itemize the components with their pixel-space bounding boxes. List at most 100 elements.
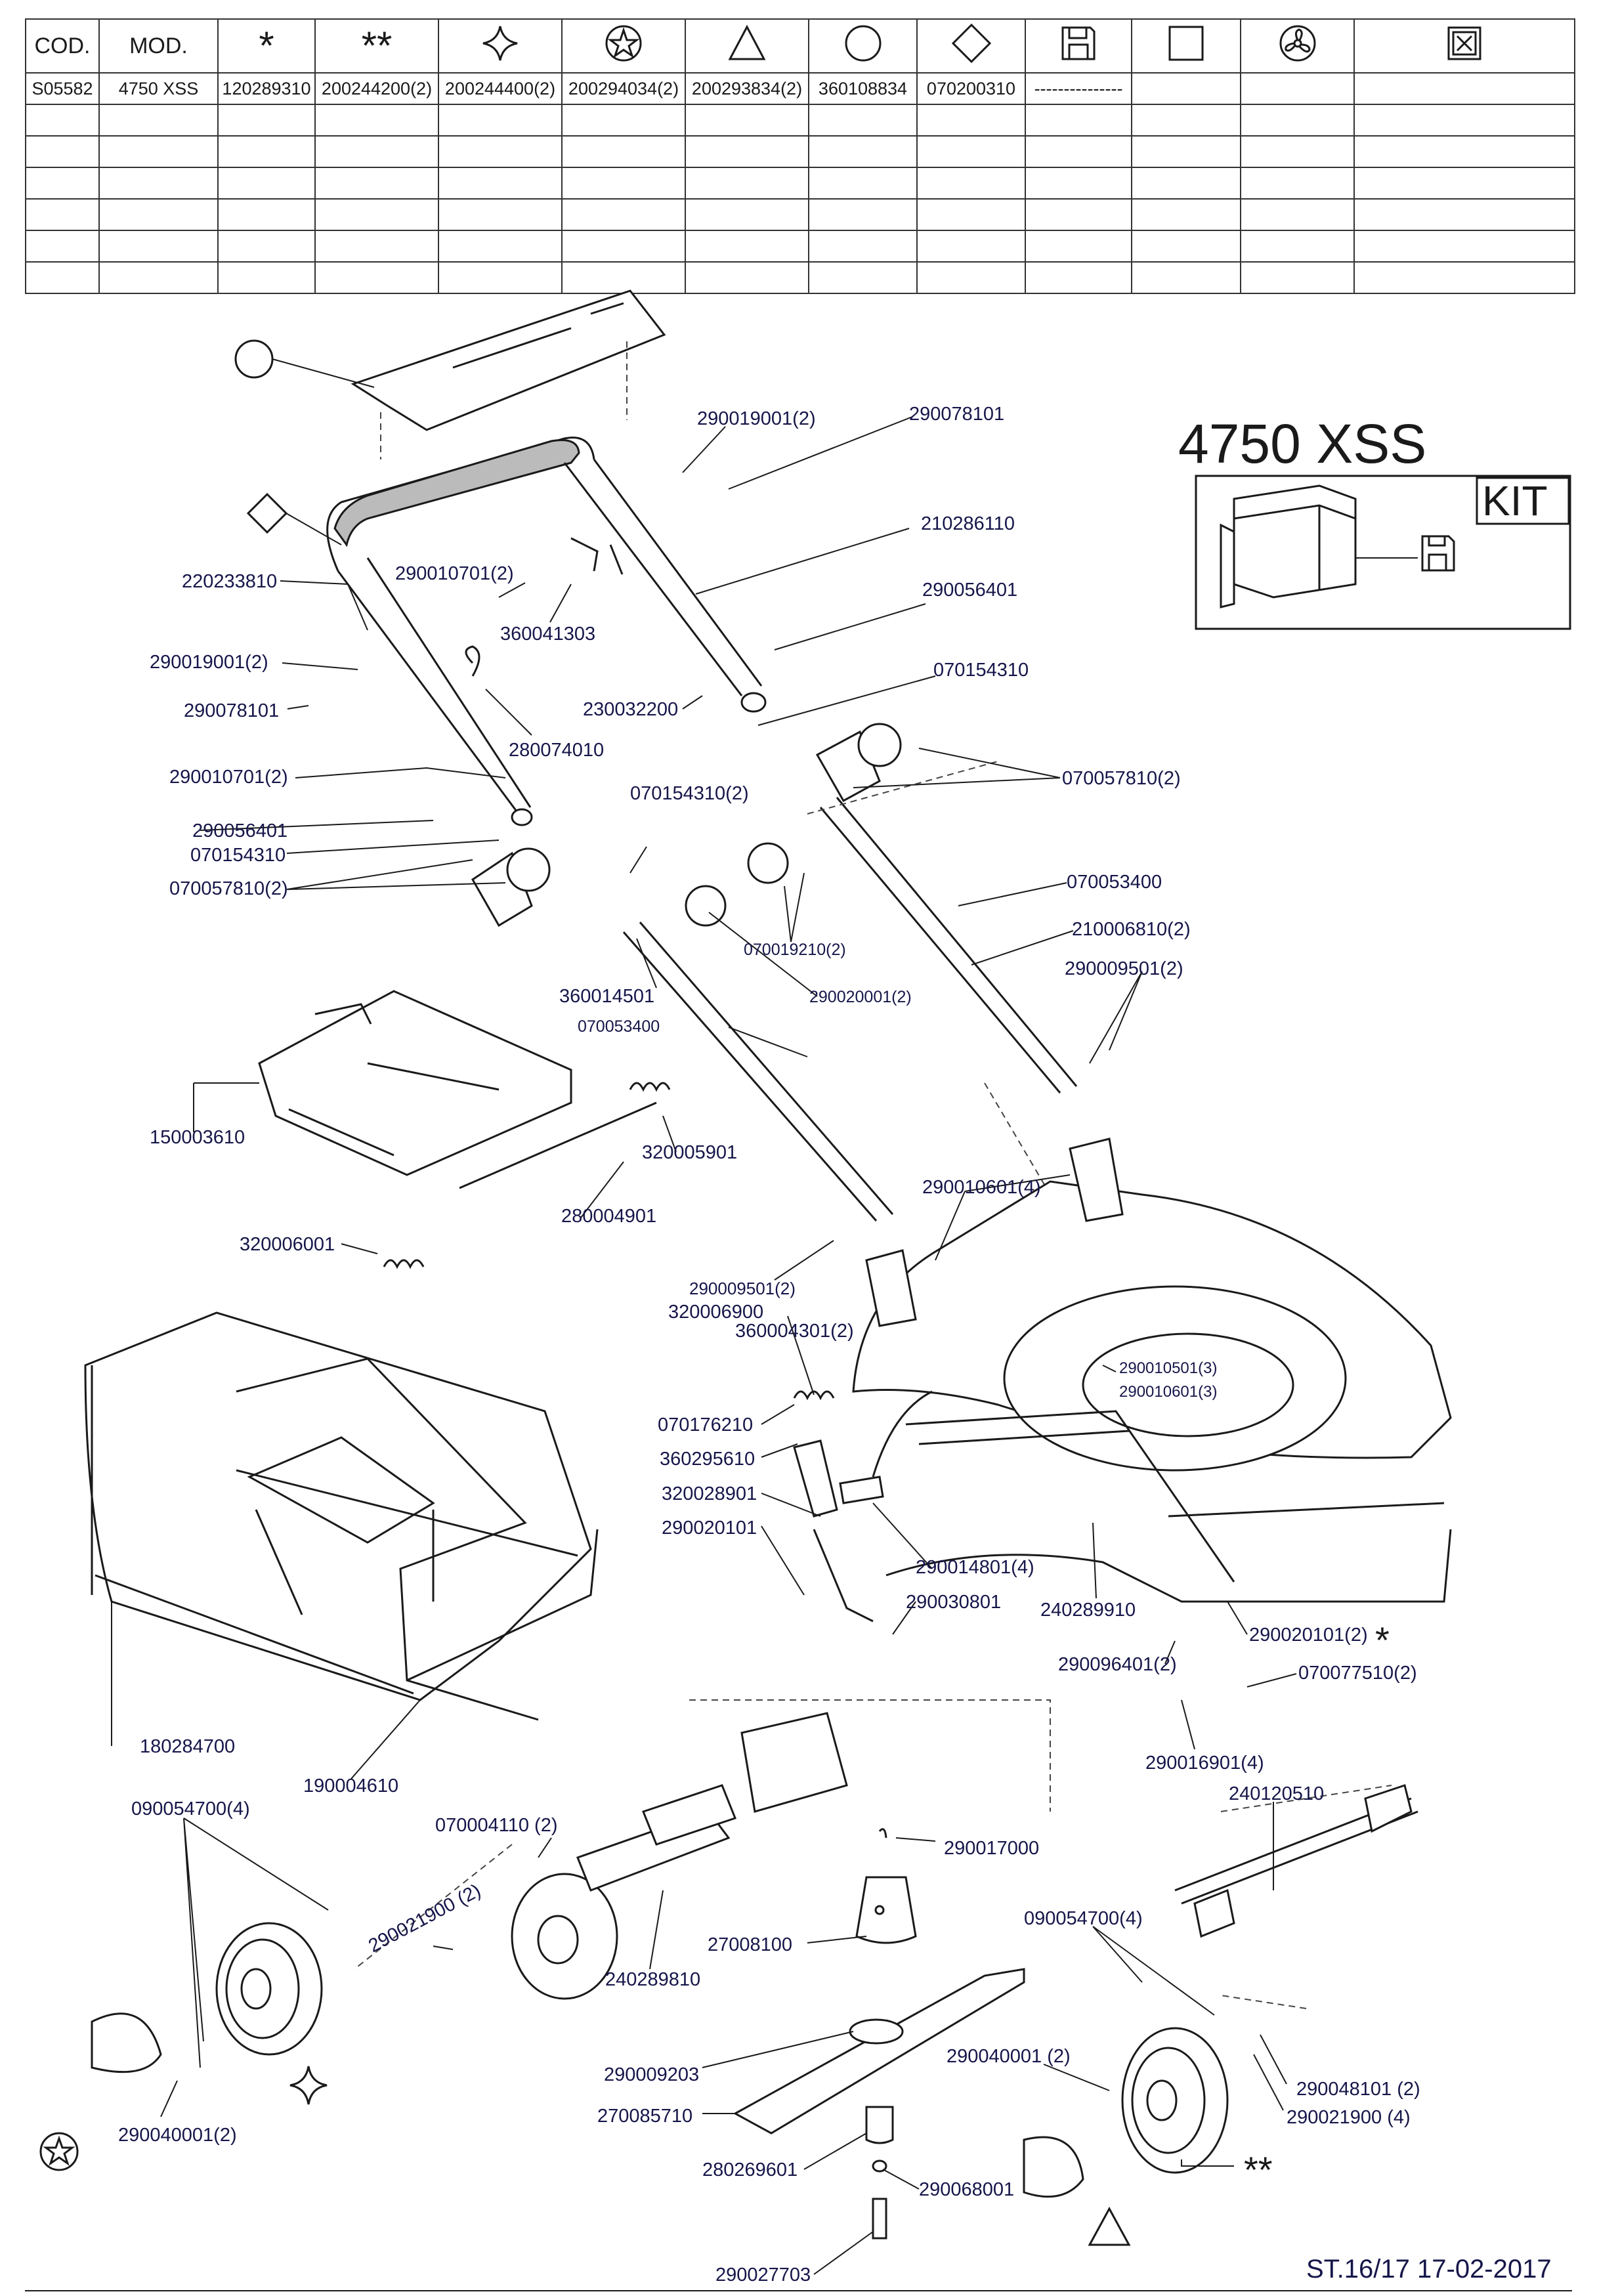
wheel-assembly-drawing [91,1699,1418,2198]
triangle-icon [1088,2206,1131,2246]
table-cell: 200294034(2) [561,72,686,105]
x-box-icon [1353,18,1575,74]
circle-star-icon [39,2132,79,2171]
part-label: 290040001(2) [118,2125,237,2146]
floppy-disk-icon [1421,535,1455,572]
header-cod: COD. [25,18,100,74]
part-label: 290040001 (2) [947,2046,1071,2067]
part-label: 290048101 (2) [1296,2079,1420,2100]
part-label: 070057810(2) [169,878,288,899]
part-label: 290068001 [919,2179,1014,2200]
part-label: 290020101 [662,1518,757,1539]
part-label: 230032200 [583,699,678,720]
table-header-row: COD. MOD. * ** [25,18,1575,74]
part-label: 070176210 [658,1414,753,1435]
floppy-disk-icon [1025,18,1132,74]
part-label: 210006810(2) [1072,919,1191,940]
part-label: 290010701(2) [169,767,288,788]
part-label: 090054700(4) [1024,1908,1143,1929]
part-label: 180284700 [140,1736,235,1757]
table-row: S05582 4750 XSS 120289310 200244200(2) 2… [25,72,1575,105]
part-label: 150003610 [150,1127,245,1148]
table-cell: 200244200(2) [314,72,439,105]
part-label: 240289810 [605,1969,700,1990]
kit-label: KIT [1482,477,1548,524]
double-asterisk-marker: ** [1244,2149,1273,2190]
part-label: 070004110 (2) [435,1815,558,1836]
part-label: 27008100 [708,1934,792,1955]
part-label: 280269601 [702,2159,798,2180]
part-label: 280004901 [561,1206,656,1227]
table-cell: --------------- [1025,72,1132,105]
table-cell: S05582 [25,72,100,105]
part-label: 270085710 [597,2106,692,2127]
part-label: 220233810 [182,571,277,592]
triangle-icon [685,18,809,74]
part-label: 290056401 [192,820,287,841]
part-label: 290019001(2) [150,652,268,673]
single-asterisk-marker: * [1375,1619,1390,1661]
part-label: 290017000 [944,1838,1039,1859]
table-row-empty [25,230,1575,263]
table-row-empty [25,135,1575,168]
circle-star-icon [561,18,686,74]
table-cell: 200293834(2) [685,72,809,105]
diamond-icon [916,18,1026,74]
table-cell [1353,72,1575,105]
table-row-empty [25,104,1575,137]
table-cell: 4750 XSS [98,72,219,105]
table-cell: 200244400(2) [438,72,563,105]
part-label: 090054700(4) [131,1798,250,1819]
part-label: 290078101 [909,404,1004,425]
revision-footer: ST.16/17 17-02-2017 [1306,2255,1552,2284]
part-label: 290014801(4) [916,1557,1034,1578]
diamond-star-icon [438,18,563,74]
part-label: 190004610 [303,1775,398,1796]
circle-icon [234,339,274,379]
part-label: 070019210(2) [744,941,846,959]
table-cell: 070200310 [916,72,1026,105]
part-label: 210286110 [921,513,1015,534]
circle-icon [808,18,918,74]
part-label: 290010601(4) [922,1177,1041,1198]
fan-icon [1240,18,1355,74]
part-label: 290056401 [922,580,1017,601]
part-label: 240289910 [1040,1600,1136,1621]
part-label: 360004301(2) [735,1321,854,1342]
table-cell [1131,72,1241,105]
part-label: 290010701(2) [395,563,514,584]
part-label: 290078101 [184,700,279,721]
mower-deck-drawing [793,1137,1452,1623]
part-label: 360014501 [559,986,654,1007]
part-label: 290016901(4) [1145,1753,1264,1774]
header-double-asterisk: ** [314,18,439,74]
part-label: 290096401(2) [1058,1654,1177,1675]
part-label: 070053400 [578,1017,660,1036]
part-label: 070057810(2) [1062,768,1181,789]
part-label: 070077510(2) [1298,1663,1417,1684]
part-label: 320028901 [662,1483,757,1504]
part-label: 290020001(2) [809,988,912,1006]
part-label: 290009501(2) [689,1279,796,1298]
table-cell: 360108834 [808,72,918,105]
parts-code-table: COD. MOD. * ** S05582 4750 XSS 120289310… [25,18,1575,294]
part-label: 070154310 [190,845,286,866]
part-label: 290009501(2) [1065,958,1183,979]
diagram-symbols [39,339,1455,2246]
leader-lines [111,358,1297,2275]
table-row-empty [25,198,1575,231]
part-label: 280074010 [509,740,604,761]
part-label: 320006900 [668,1302,763,1323]
header-single-asterisk: * [217,18,316,74]
square-icon [1131,18,1241,74]
part-label: 290021900 (2) [365,1880,484,1957]
part-label: 360295610 [660,1449,755,1470]
grass-flap-drawing [258,990,671,1269]
part-label: 070053400 [1067,872,1162,893]
part-label: 320005901 [642,1142,737,1163]
part-label: 290009203 [604,2064,699,2085]
part-label: 070154310 [933,660,1029,681]
model-title: 4750 XSS [1178,413,1426,475]
part-label: 070154310(2) [630,783,749,804]
